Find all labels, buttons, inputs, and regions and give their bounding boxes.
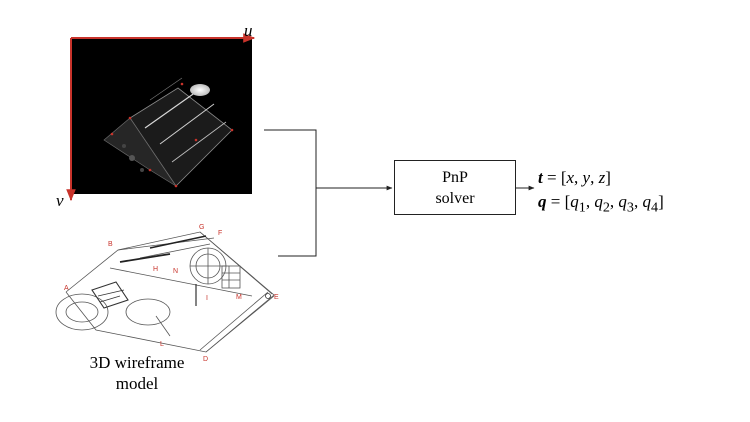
wireframe-model xyxy=(55,231,275,353)
pnp-solver-box: PnP solver xyxy=(394,160,516,215)
translation-symbol: t xyxy=(538,168,543,187)
wireframe-caption-line2: model xyxy=(115,374,159,393)
solver-label-line1: PnP xyxy=(442,168,468,186)
point-label: G xyxy=(199,224,204,231)
connector-lines xyxy=(264,129,535,257)
point-label: H xyxy=(153,266,158,273)
wireframe-point-labels: A B G F H N I M E L D xyxy=(64,224,279,363)
point-label: A xyxy=(64,285,69,292)
translation-equals: = xyxy=(546,168,557,187)
u-axis-label: u xyxy=(244,21,253,40)
rotation-value: [q1, q2, q3, q4] xyxy=(564,192,664,216)
point-label: I xyxy=(206,295,208,302)
point-label: M xyxy=(236,294,242,301)
satellite-image xyxy=(103,77,234,188)
point-label: L xyxy=(160,341,164,348)
point-label: F xyxy=(218,230,222,237)
image-connector xyxy=(264,129,317,257)
point-label: B xyxy=(108,241,113,248)
translation-value: [x, y, z] xyxy=(560,168,611,187)
rotation-equals: = xyxy=(550,192,561,211)
wireframe-caption-line1: 3D wireframe xyxy=(89,353,185,372)
rotation-symbol: q xyxy=(538,192,547,211)
camera-image-panel xyxy=(66,33,256,202)
translation-equation: t = [x, y, z] xyxy=(538,166,664,190)
v-axis-label: v xyxy=(56,191,64,210)
solver-label-line2: solver xyxy=(435,189,475,207)
rotation-equation: q = [q1, q2, q3, q4] xyxy=(538,190,664,219)
pose-output: t = [x, y, z] q = [q1, q2, q3, q4] xyxy=(538,166,664,219)
wireframe-caption: 3D wireframe model xyxy=(62,352,212,394)
point-label: D xyxy=(203,356,208,363)
point-label: N xyxy=(173,268,178,275)
point-label: E xyxy=(274,294,279,301)
